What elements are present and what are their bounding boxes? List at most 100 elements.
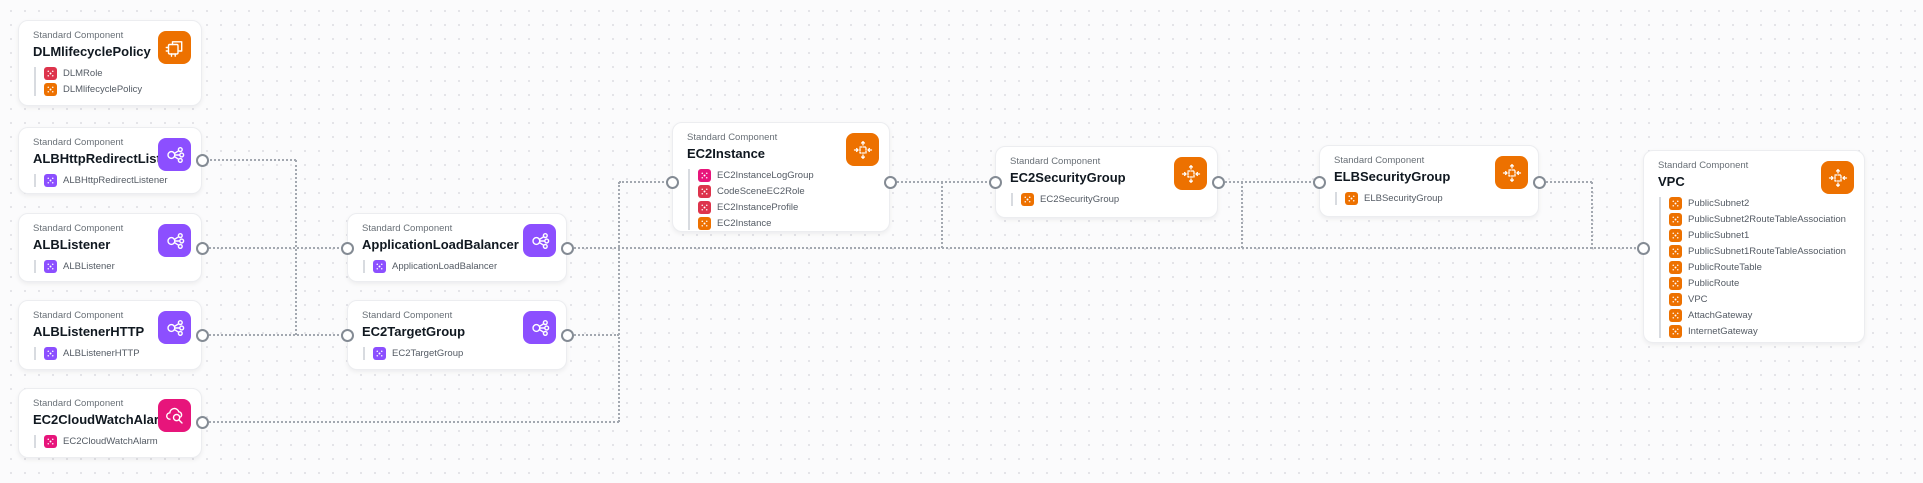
connection-port[interactable] bbox=[195, 241, 209, 255]
resource-item-label: PublicSubnet1 bbox=[1688, 230, 1750, 241]
component-title: EC2Instance bbox=[687, 146, 766, 161]
component-kind-label: Standard Component bbox=[33, 398, 124, 409]
load-balancer-resource-icon bbox=[373, 260, 386, 273]
connection-line bbox=[618, 182, 620, 422]
connection-port[interactable] bbox=[560, 328, 574, 342]
resource-item-label: EC2InstanceProfile bbox=[717, 202, 799, 213]
resource-item[interactable]: EC2Instance bbox=[698, 217, 877, 230]
resource-item[interactable]: EC2SecurityGroup bbox=[1021, 193, 1205, 206]
connection-line bbox=[619, 181, 672, 183]
resource-item[interactable]: EC2CloudWatchAlarm bbox=[44, 435, 189, 448]
resource-item[interactable]: PublicSubnet1RouteTableAssociation bbox=[1669, 245, 1852, 258]
listener-resource-icon bbox=[44, 174, 57, 187]
resource-item[interactable]: EC2InstanceLogGroup bbox=[698, 169, 877, 182]
resource-list: EC2CloudWatchAlarm bbox=[34, 435, 189, 448]
resource-item[interactable]: AttachGateway bbox=[1669, 309, 1852, 322]
resource-item-label: PublicSubnet1RouteTableAssociation bbox=[1688, 246, 1846, 257]
resource-item[interactable]: PublicSubnet1 bbox=[1669, 229, 1852, 242]
resource-item[interactable]: ELBSecurityGroup bbox=[1345, 192, 1526, 205]
component-title: EC2CloudWatchAlarm bbox=[33, 412, 171, 427]
connection-port[interactable] bbox=[1211, 175, 1225, 189]
resource-item[interactable]: InternetGateway bbox=[1669, 325, 1852, 338]
connection-line bbox=[567, 247, 1643, 249]
lifecycle-policy-icon bbox=[158, 31, 191, 64]
route-table-association-icon bbox=[1669, 245, 1682, 258]
connection-line bbox=[1218, 181, 1319, 183]
resource-item[interactable]: CodeSceneEC2Role bbox=[698, 185, 877, 198]
resource-list: EC2TargetGroup bbox=[363, 347, 554, 360]
connection-line bbox=[1241, 182, 1243, 248]
resource-item[interactable]: DLMRole bbox=[44, 67, 189, 80]
connection-line bbox=[941, 182, 943, 248]
resource-item[interactable]: DLMlifecyclePolicy bbox=[44, 83, 189, 96]
connection-port[interactable] bbox=[560, 241, 574, 255]
resource-item[interactable]: ApplicationLoadBalancer bbox=[373, 260, 554, 273]
resource-item[interactable]: EC2InstanceProfile bbox=[698, 201, 877, 214]
resource-item[interactable]: EC2TargetGroup bbox=[373, 347, 554, 360]
connection-port[interactable] bbox=[1532, 175, 1546, 189]
component-kind-label: Standard Component bbox=[1658, 160, 1749, 171]
component-kind-label: Standard Component bbox=[687, 132, 778, 143]
resource-item[interactable]: PublicSubnet2 bbox=[1669, 197, 1852, 210]
connection-line bbox=[202, 159, 296, 161]
subnet-resource-icon bbox=[1669, 229, 1682, 242]
resource-item-label: EC2Instance bbox=[717, 218, 772, 229]
resource-item[interactable]: PublicSubnet2RouteTableAssociation bbox=[1669, 213, 1852, 226]
component-title: DLMlifecyclePolicy bbox=[33, 44, 151, 59]
instance-profile-icon bbox=[698, 201, 711, 214]
route-resource-icon bbox=[1669, 277, 1682, 290]
resource-item-label: VPC bbox=[1688, 294, 1708, 305]
resource-item[interactable]: PublicRouteTable bbox=[1669, 261, 1852, 274]
component-title: ApplicationLoadBalancer bbox=[362, 237, 519, 252]
resource-item-label: DLMRole bbox=[63, 68, 103, 79]
resource-item[interactable]: ALBListener bbox=[44, 260, 189, 273]
security-group-icon bbox=[1495, 156, 1528, 189]
connection-port[interactable] bbox=[1312, 175, 1326, 189]
resource-item-label: ELBSecurityGroup bbox=[1364, 193, 1443, 204]
resource-item[interactable]: ALBHttpRedirectListener bbox=[44, 174, 189, 187]
internet-gateway-icon bbox=[1669, 325, 1682, 338]
connection-line bbox=[202, 421, 619, 423]
resource-item-label: PublicRoute bbox=[1688, 278, 1740, 289]
connection-port[interactable] bbox=[1636, 241, 1650, 255]
connection-port[interactable] bbox=[883, 175, 897, 189]
resource-item-label: DLMlifecyclePolicy bbox=[63, 84, 143, 95]
cloudwatch-alarm-resource-icon bbox=[44, 435, 57, 448]
connection-port[interactable] bbox=[988, 175, 1002, 189]
resource-item[interactable]: ALBListenerHTTP bbox=[44, 347, 189, 360]
connection-port[interactable] bbox=[340, 241, 354, 255]
resource-item-label: ALBListenerHTTP bbox=[63, 348, 140, 359]
resource-item[interactable]: PublicRoute bbox=[1669, 277, 1852, 290]
component-title: EC2TargetGroup bbox=[362, 324, 466, 339]
connection-port[interactable] bbox=[195, 415, 209, 429]
route-table-association-icon bbox=[1669, 213, 1682, 226]
vpc-icon bbox=[1821, 161, 1854, 194]
component-kind-label: Standard Component bbox=[362, 223, 453, 234]
security-group-resource-icon bbox=[1021, 193, 1034, 206]
connection-port[interactable] bbox=[665, 175, 679, 189]
connection-port[interactable] bbox=[195, 328, 209, 342]
ec2-instance-icon bbox=[846, 133, 879, 166]
connection-line bbox=[202, 247, 347, 249]
connection-port[interactable] bbox=[340, 328, 354, 342]
resource-item-label: AttachGateway bbox=[1688, 310, 1753, 321]
connection-port[interactable] bbox=[195, 153, 209, 167]
load-balancer-listener-icon bbox=[158, 311, 191, 344]
component-kind-label: Standard Component bbox=[1334, 155, 1425, 166]
resource-item[interactable]: VPC bbox=[1669, 293, 1852, 306]
connection-line bbox=[1539, 181, 1592, 183]
component-kind-label: Standard Component bbox=[1010, 156, 1101, 167]
